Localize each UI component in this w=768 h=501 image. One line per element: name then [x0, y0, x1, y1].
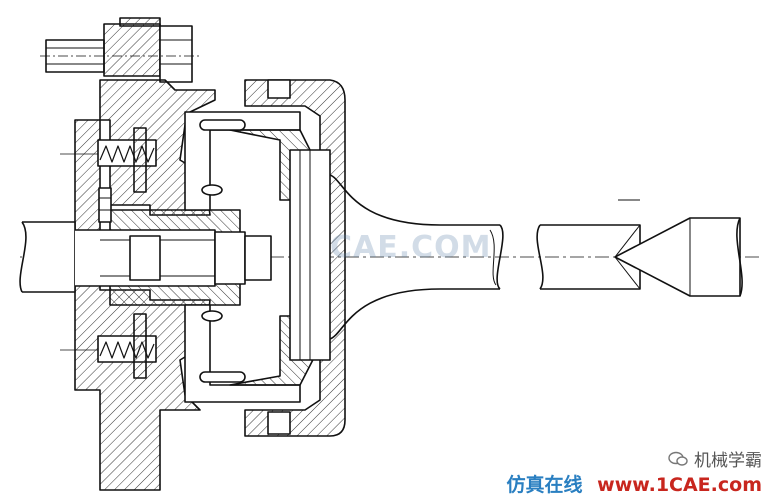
site-watermark: 仿真在线 www.1CAE.com	[507, 470, 762, 497]
spring-lower	[60, 313, 157, 379]
nut-screw-bottom	[267, 411, 291, 435]
account-watermark: 机械学霸	[668, 446, 762, 471]
input-shaft	[19, 221, 272, 293]
site-url: www.1CAE.com	[597, 474, 762, 496]
tailstock-center	[614, 199, 743, 297]
wechat-icon	[668, 451, 688, 466]
center-watermark: CAE.COM	[330, 230, 492, 265]
collet-slot-lower	[201, 310, 223, 322]
site-name: 仿真在线	[506, 474, 583, 496]
spring-upper	[60, 127, 157, 193]
collet-slot-upper	[201, 184, 223, 196]
account-name: 机械学霸	[694, 451, 762, 471]
nut-screw-top	[267, 79, 291, 99]
clamping-bolt	[40, 17, 200, 83]
locking-pin	[98, 187, 112, 223]
